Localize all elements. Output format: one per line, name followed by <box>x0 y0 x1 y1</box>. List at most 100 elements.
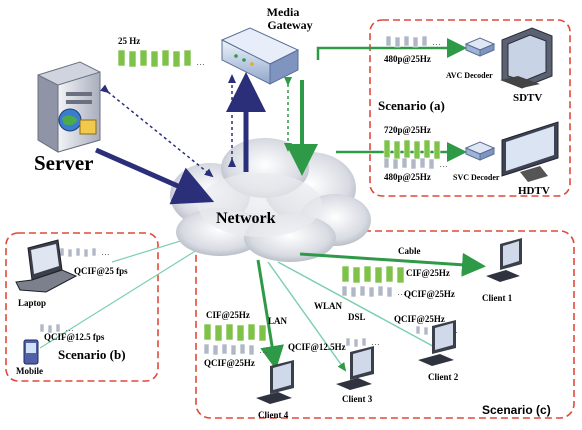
video-frame <box>423 139 431 159</box>
video-frame <box>203 323 212 341</box>
scenario-a-label: Scenario (a) <box>378 98 445 113</box>
video-frame <box>368 286 375 298</box>
server-icon <box>37 61 101 153</box>
wlan-qcif-label: QCIF@12.5Hz <box>288 342 346 352</box>
video-frame <box>383 157 390 169</box>
video-frame <box>393 140 401 160</box>
ellipsis-glyph: … <box>65 323 74 333</box>
video-frame <box>236 324 245 342</box>
video-frame <box>75 247 81 257</box>
network-cloud <box>170 138 371 262</box>
video-frame <box>386 286 393 298</box>
frames-cable-qcif: … <box>341 285 406 298</box>
video-frame <box>403 35 410 47</box>
video-frame <box>59 247 65 257</box>
laptop-rate-label: QCIF@25 fps <box>74 266 128 276</box>
video-frame <box>421 35 428 47</box>
ellipsis-glyph: … <box>371 337 380 347</box>
video-frame <box>353 338 359 348</box>
scenario-b-label: Scenario (b) <box>58 347 126 362</box>
client1-label: Client 1 <box>482 293 513 303</box>
video-frame <box>183 49 192 67</box>
mobile-label: Mobile <box>16 366 43 376</box>
cable-label: Cable <box>398 246 421 256</box>
video-frame <box>150 50 159 68</box>
sdtv-label: SDTV <box>513 92 542 104</box>
video-frame <box>428 158 435 170</box>
dsl-arrow <box>277 261 442 351</box>
client3-label: Client 3 <box>342 394 373 404</box>
video-frame <box>258 324 267 342</box>
hdtv-icon <box>501 121 559 182</box>
network-label: Network <box>216 210 276 227</box>
video-frame <box>117 49 126 67</box>
avc-decoder-icon <box>464 37 496 57</box>
video-frame <box>385 265 394 283</box>
video-frame <box>423 326 429 336</box>
video-frame <box>248 344 255 356</box>
frames-cable-cif <box>341 265 405 284</box>
video-frame <box>374 266 383 284</box>
wlan-label: WLAN <box>314 301 343 311</box>
video-frame <box>352 266 361 284</box>
sdtv-icon <box>500 27 553 89</box>
video-frame <box>394 36 401 48</box>
video-frame <box>401 157 408 169</box>
video-frame <box>419 157 426 169</box>
frames-laptop: … <box>59 247 110 258</box>
hdtv-rate-bottom: 480p@25Hz <box>384 172 431 182</box>
video-frame <box>203 343 210 355</box>
scenario-c-label: Scenario (c) <box>482 403 551 417</box>
scenario-a-box <box>369 19 571 197</box>
lan-cif-label: CIF@25Hz <box>206 310 250 320</box>
mobile-icon <box>23 339 39 365</box>
media-gateway-icon <box>220 27 300 85</box>
svc-decoder-icon <box>464 141 496 161</box>
ellipsis-glyph: … <box>259 345 268 355</box>
video-frame <box>412 36 419 48</box>
video-frame <box>361 337 367 347</box>
scenario-b-box <box>5 232 159 382</box>
video-frame <box>359 285 366 297</box>
video-frame <box>239 343 246 355</box>
lan-arrow <box>256 259 284 370</box>
video-frame <box>415 325 421 335</box>
gateway-label-1: Media <box>267 5 300 19</box>
dsl-label: DSL <box>348 312 366 322</box>
video-frame <box>214 324 223 342</box>
video-frame <box>350 286 357 298</box>
link-mobile <box>39 244 206 349</box>
dsl-qcif-label: QCIF@25Hz <box>394 314 445 324</box>
video-frame <box>47 324 53 334</box>
server-label: Server <box>34 151 93 175</box>
video-frame <box>230 344 237 356</box>
client3-icon <box>336 346 374 390</box>
server-rate-label: 25 Hz <box>118 36 140 46</box>
video-frame <box>247 323 256 341</box>
ellipsis-glyph: … <box>439 159 448 169</box>
video-frame <box>221 343 228 355</box>
cable-cif-label: CIF@25Hz <box>406 268 450 278</box>
gateway-label-2: Gateway <box>267 18 312 32</box>
frames-mobile: … <box>39 323 74 334</box>
lan-label: LAN <box>268 316 288 326</box>
frames-server: … <box>117 49 205 68</box>
video-frame <box>396 266 405 284</box>
video-frame <box>83 248 89 258</box>
video-frame <box>128 50 137 68</box>
video-frame <box>225 323 234 341</box>
avc-label: AVC Decoder <box>446 71 493 80</box>
frames-hdtv-top <box>383 139 441 160</box>
svc-label: SVC Decoder <box>453 173 500 182</box>
video-frame <box>385 35 392 47</box>
frames-wlan: … <box>345 337 380 348</box>
video-frame <box>172 50 181 68</box>
client2-label: Client 2 <box>428 372 459 382</box>
video-frame <box>403 139 411 159</box>
frames-hdtv-bottom: … <box>383 157 448 170</box>
video-frame <box>377 285 384 297</box>
ellipsis-glyph: … <box>397 287 406 297</box>
cable-qcif-label: QCIF@25Hz <box>404 289 455 299</box>
